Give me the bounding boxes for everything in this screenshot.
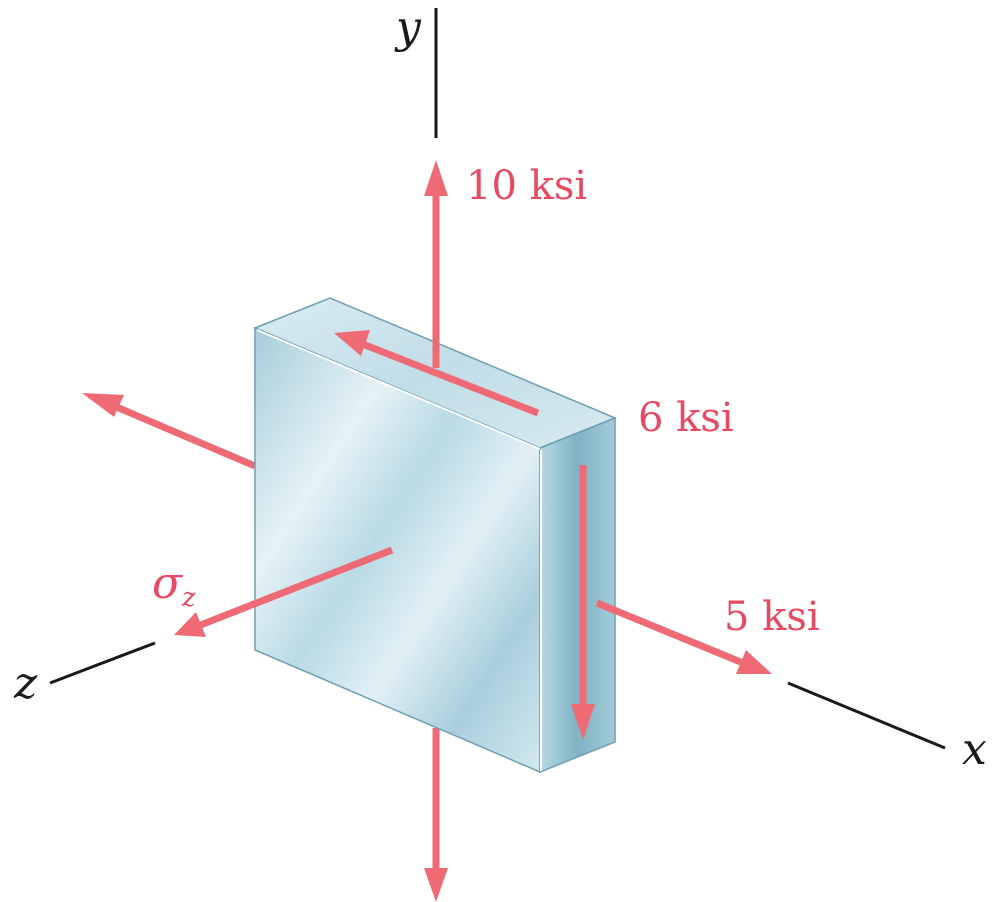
x-axis-label: x (962, 724, 987, 775)
z-axis-label: z (14, 658, 38, 709)
z-normal-arrow-shaft (196, 546, 394, 630)
block-front-top-edge-highlight (256, 329, 541, 450)
back-normal-arrowhead (82, 393, 124, 417)
normal-stress-z-label: σz (152, 562, 196, 613)
shear-stress-label: 6 ksi (638, 395, 734, 441)
bottom-normal-arrowhead (424, 868, 448, 902)
shear-top-arrow-shaft (358, 339, 540, 417)
z-axis-line (49, 641, 156, 685)
sigma-subscript: z (182, 583, 196, 613)
z-normal-arrowhead (174, 612, 206, 637)
x-normal-arrow-shaft (595, 599, 750, 669)
normal-stress-x-label: 5 ksi (724, 594, 820, 640)
shear-side-arrowhead (571, 704, 595, 740)
x-normal-arrowhead (736, 650, 772, 674)
back-normal-arrow-shaft (98, 396, 257, 470)
sigma-symbol: σ (152, 558, 183, 609)
y-axis-label: y (396, 2, 421, 53)
normal-stress-y-label: 10 ksi (466, 163, 588, 209)
top-normal-arrowhead (424, 160, 448, 196)
shear-top-arrowhead (334, 330, 370, 356)
x-axis-line (787, 681, 946, 750)
